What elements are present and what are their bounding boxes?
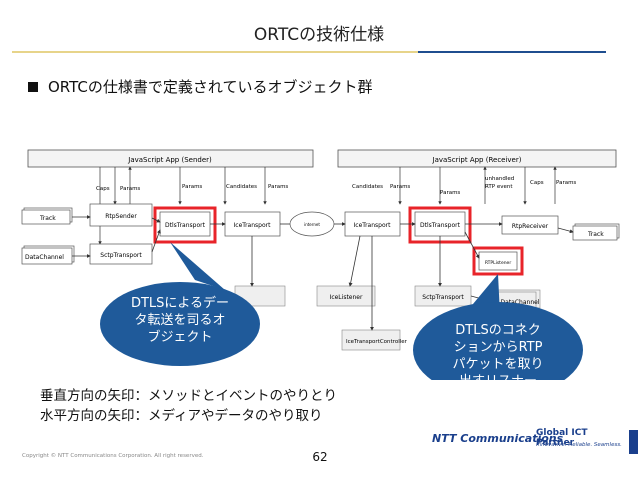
note-horizontal-arrows: 水平方向の矢印：メディアやデータのやり取り (40, 408, 323, 424)
callout-right-line-3: パケットを取り (452, 357, 544, 372)
title-rule (12, 51, 606, 53)
label-params-left: Params (120, 186, 140, 192)
track-left-label: Track (39, 215, 56, 222)
bullet-square-icon (28, 82, 38, 92)
copyright-text: Copyright © NTT Communications Corporati… (22, 453, 204, 459)
dtls-left-box (159, 211, 211, 237)
app-sender-box (27, 149, 314, 168)
app-receiver-box (337, 149, 617, 168)
rtpreceiver-label: RtpReceiver (512, 223, 549, 230)
ice-right-label: IceTransport (354, 222, 392, 229)
ice-left-label: IceTransport (234, 222, 272, 229)
callout-right-line-4: 出すリスナー (458, 374, 537, 389)
callout-left-line-1: DTLSによるデー (130, 296, 230, 311)
callout-left-line-3: ブジェクト (147, 330, 213, 345)
sctp-left-label: SctpTransport (100, 252, 142, 259)
ortc-object-diagram: JavaScript App (Sender) JavaScript App (… (21, 149, 620, 380)
callout-left-text: DTLSによるデー タ転送を司るオ ブジェクト (100, 295, 260, 346)
label-candidates-left: Candidates (226, 184, 257, 190)
label-unhandled: unhandled (485, 176, 514, 182)
label-params-ice-left: Params (268, 184, 288, 190)
label-params-dtls-right: Params (440, 190, 460, 196)
side-accent-tab (629, 430, 638, 454)
dtls-left-label: DtlsTransport (165, 222, 206, 229)
sctp-right-label: SctpTransport (422, 294, 464, 301)
callout-right-text: DTLSのコネク ションからRTP パケットを取り 出すリスナー (418, 322, 578, 390)
note-vertical-arrows: 垂直方向の矢印：メソッドとイベントのやりとり (40, 388, 337, 404)
label-rtp-event: RTP event (485, 184, 513, 190)
ntt-logo-text: NTT Communications (432, 432, 564, 445)
label-params-dtls-left: Params (182, 184, 202, 190)
icelistener-label: IceListener (330, 294, 363, 301)
callout-left-bubble (100, 282, 260, 366)
internet-label: internet (304, 222, 320, 227)
title-rule-accent (418, 51, 606, 53)
rtplistener-box (478, 251, 518, 271)
label-caps-left: Caps (96, 186, 110, 192)
label-params-right: Params (556, 180, 576, 186)
gict-title: Global ICT Partner (536, 428, 588, 448)
icelistener-box (316, 285, 376, 307)
callout-right-line-1: DTLSのコネク (455, 323, 541, 338)
callout-right-line-2: ションからRTP (453, 340, 543, 355)
callout-left-pointer (170, 242, 225, 290)
rtplistener-label: RTPListener (485, 260, 512, 266)
ice-right-box (344, 211, 401, 237)
label-params-ice-right: Params (390, 184, 410, 190)
datachannel-left-label: DataChannel (25, 254, 64, 261)
app-receiver-label: JavaScript App (Receiver) (432, 156, 522, 164)
track-right-label: Track (587, 231, 604, 238)
icetransportcontroller-label: IceTransportController (346, 339, 408, 345)
dtls-right-label: DtlsTransport (420, 222, 461, 229)
page-number: 62 (312, 450, 328, 464)
label-caps-right: Caps (530, 180, 544, 186)
rtpsender-label: RtpSender (105, 213, 137, 220)
track-left-box (21, 209, 71, 225)
label-candidates-right: Candidates (352, 184, 383, 190)
ntt-logo: NTT Communications Global ICT Partner In… (426, 420, 622, 462)
slide-title: ORTCの技術仕様 (253, 25, 385, 45)
bullet-text: ORTCの仕様書で定義されているオブジェクト群 (48, 78, 373, 96)
callout-left-line-2: タ転送を司るオ (134, 313, 226, 328)
app-sender-label: JavaScript App (Sender) (127, 156, 212, 164)
gict-tagline: Innovative. Reliable. Seamless. (536, 442, 622, 448)
dtls-left-highlight (153, 206, 217, 244)
callout-right-bubble (413, 302, 583, 380)
datachannel-right-label: DataChannel (501, 299, 540, 306)
